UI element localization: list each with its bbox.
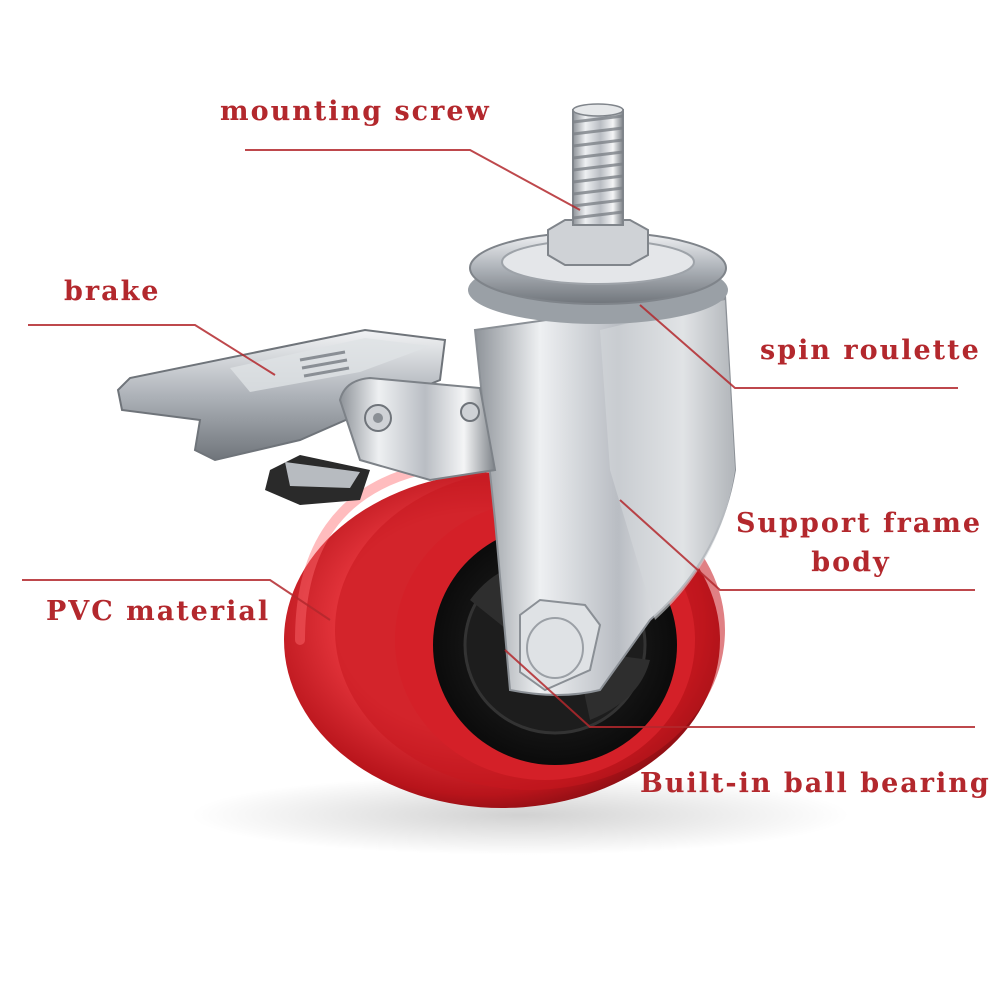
label-spin-roulette: spin roulette xyxy=(760,335,981,366)
brake-bracket xyxy=(338,376,497,482)
leader-mounting-screw xyxy=(245,149,581,211)
label-mounting-screw: mounting screw xyxy=(220,96,491,127)
leader-support-frame xyxy=(619,499,975,591)
leader-ball-bearing xyxy=(504,649,975,728)
label-brake: brake xyxy=(64,276,161,307)
label-ball-bearing: Built-in ball bearing xyxy=(640,768,991,799)
leader-brake xyxy=(28,324,276,376)
label-support-frame: Support frame body xyxy=(736,508,983,579)
label-support-frame-line1: Support frame xyxy=(736,508,983,539)
floor-shadow xyxy=(190,775,850,855)
label-support-frame-line2: body xyxy=(811,547,891,579)
label-pvc-material: PVC material xyxy=(46,596,271,627)
leader-lines xyxy=(22,149,975,728)
leader-spin-roulette xyxy=(639,304,958,389)
leader-pvc-material xyxy=(22,579,331,621)
hex-nut xyxy=(547,219,649,266)
